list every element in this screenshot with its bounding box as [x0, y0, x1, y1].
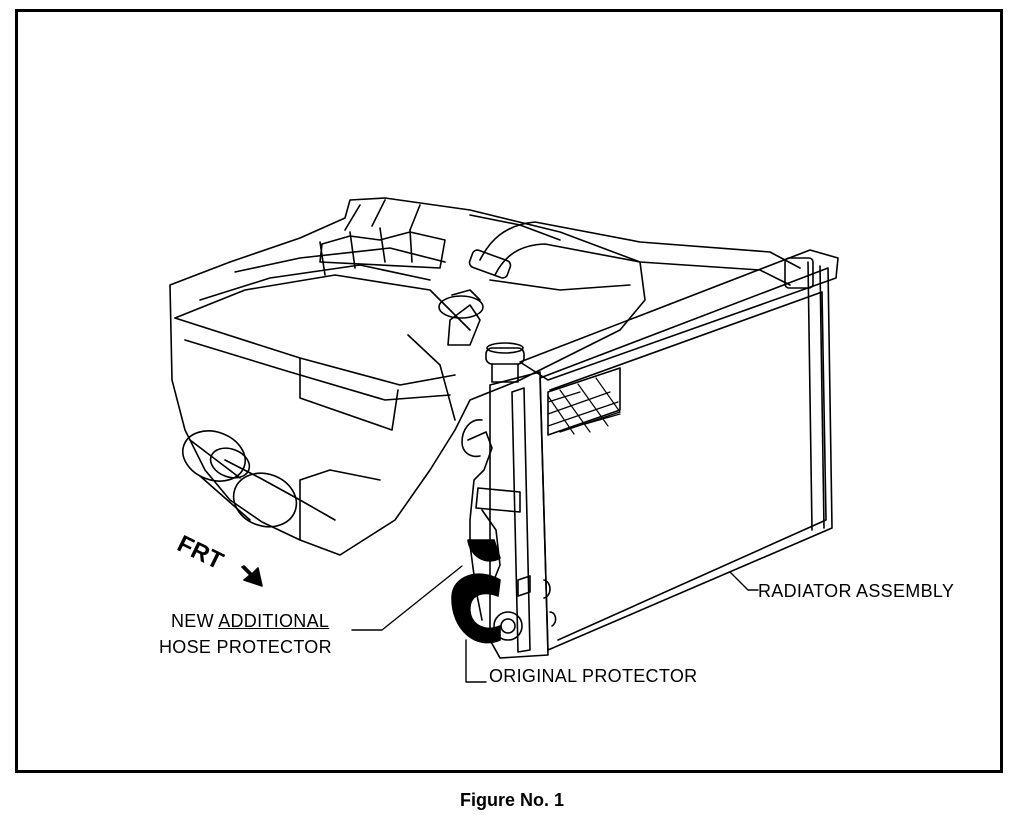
engine-block-drawing — [169, 197, 646, 556]
front-direction-arrow — [241, 565, 263, 587]
radiator-assembly-label: RADIATOR ASSEMBLY — [758, 581, 955, 601]
figure-frame — [15, 9, 1003, 773]
callout-leader-lines — [351, 565, 759, 683]
upper-hose-drawing — [438, 221, 814, 319]
figure-caption: Figure No. 1 — [459, 790, 564, 810]
new-protector-label-line1: NEW ADDITIONAL — [171, 612, 329, 630]
new-protector-prefix: NEW — [171, 611, 219, 631]
new-protector-underlined-word: ADDITIONAL — [218, 611, 330, 631]
original-protector-label: ORIGINAL PROTECTOR — [489, 666, 698, 686]
new-protector-label-line2: HOSE PROTECTOR — [159, 637, 332, 657]
radiator-drawing — [451, 249, 839, 659]
